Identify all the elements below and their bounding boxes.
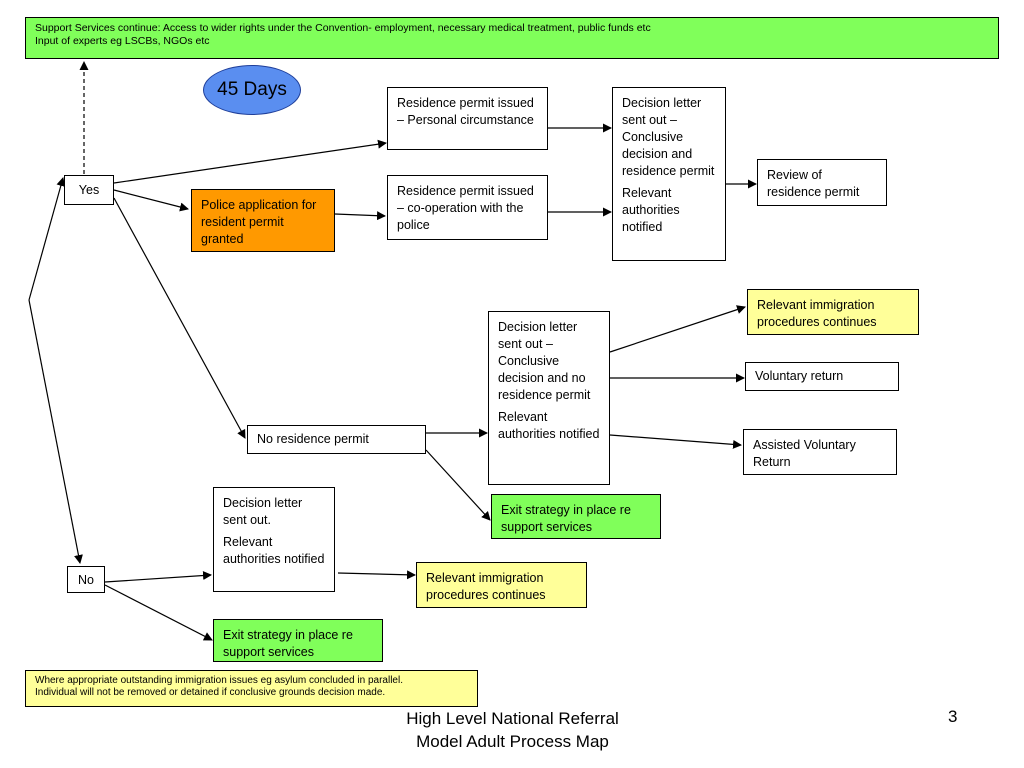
- days-oval: 45 Days: [203, 65, 301, 115]
- footer-title: High Level National Referral Model Adult…: [360, 707, 665, 753]
- arrow-police-to-residence-coop: [334, 211, 386, 221]
- bottom-note-line-2: Individual will not be removed or detain…: [35, 687, 386, 698]
- exit-strategy-mid-box: Exit strategy in place re support servic…: [491, 494, 661, 539]
- decision-sent-line-1: Decision letter sent out.: [223, 496, 303, 527]
- footer-title-line-1: High Level National Referral: [406, 709, 619, 728]
- police-application-box: Police application for resident permit g…: [191, 189, 335, 252]
- decision-conclusive-no-permit-box: Decision letter sent out – Conclusive de…: [488, 311, 610, 485]
- decision-no-permit-line-1: Decision letter sent out – Conclusive de…: [498, 320, 591, 402]
- immigration-procedures-top-box: Relevant immigration procedures continue…: [747, 289, 919, 335]
- arrow-start-to-yes: [28, 177, 66, 301]
- page-number: 3: [948, 707, 958, 726]
- review-permit-box: Review of residence permit: [757, 159, 887, 206]
- immigration-procedures-bottom-box: Relevant immigration procedures continue…: [416, 562, 587, 608]
- residence-personal-box: Residence permit issued – Personal circu…: [387, 87, 548, 150]
- decision-permit-line-1: Decision letter sent out – Conclusive de…: [622, 96, 715, 178]
- assisted-voluntary-return-box: Assisted Voluntary Return: [743, 429, 897, 475]
- bottom-note-box: Where appropriate outstanding immigratio…: [25, 670, 478, 707]
- arrow-no-to-exit: [104, 584, 213, 641]
- arrow-no-permit-to-exit: [425, 449, 491, 521]
- bottom-note-line-1: Where appropriate outstanding immigratio…: [35, 675, 403, 686]
- decision-sent-line-2: Relevant authorities notified: [223, 535, 325, 566]
- banner-line-1: Support Services continue: Access to wid…: [35, 22, 651, 34]
- residence-cooperation-box: Residence permit issued – co-operation w…: [387, 175, 548, 240]
- decision-conclusive-permit-box: Decision letter sent out – Conclusive de…: [612, 87, 726, 261]
- yes-box: Yes: [64, 175, 114, 205]
- arrow-decision-sent-to-immigration: [337, 570, 416, 580]
- arrow-decision-to-immigration: [609, 305, 746, 353]
- decision-no-permit-line-2: Relevant authorities notified: [498, 410, 600, 441]
- footer-title-line-2: Model Adult Process Map: [416, 732, 609, 751]
- arrow-yes-to-police: [113, 189, 189, 212]
- arrow-decision-to-assisted: [609, 434, 742, 449]
- banner-line-2: Input of experts eg LSCBs, NGOs etc: [35, 35, 210, 47]
- support-services-banner: Support Services continue: Access to wid…: [25, 17, 999, 59]
- arrow-yes-to-residence-personal: [113, 139, 387, 184]
- no-box: No: [67, 566, 105, 593]
- arrow-yes-to-no-permit: [113, 197, 246, 439]
- no-residence-permit-box: No residence permit: [247, 425, 426, 454]
- exit-strategy-bottom-box: Exit strategy in place re support servic…: [213, 619, 383, 662]
- decision-sent-out-box: Decision letter sent out. Relevant autho…: [213, 487, 335, 592]
- arrow-no-to-decision-sent: [104, 571, 212, 583]
- voluntary-return-box: Voluntary return: [745, 362, 899, 391]
- decision-permit-line-2: Relevant authorities notified: [622, 186, 680, 234]
- arrow-start-to-no: [28, 299, 83, 564]
